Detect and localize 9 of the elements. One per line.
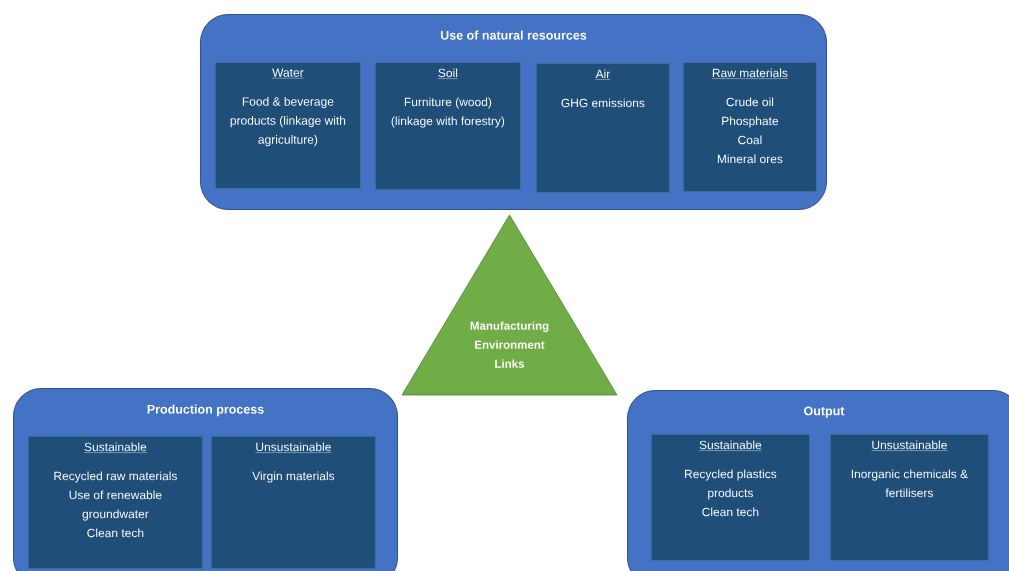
category-box: Sustainable Recycled plastics products Clean tech <box>651 434 810 561</box>
category-box: Air GHG emissions <box>536 63 670 193</box>
category-box: Sustainable Recycled raw materials Use of renewable groundwater Clean tech <box>28 436 203 569</box>
category-box: Soil Furniture (wood) (linkage with forestry) <box>375 62 521 190</box>
category-box: Raw materials Crude oil Phosphate Coal Mineral ores <box>683 62 817 192</box>
category-box: Water Food & beverage products (linkage with agriculture) <box>215 62 361 189</box>
category-box: Unsustainable Virgin materials <box>211 436 376 569</box>
triangle: Manufacturing Environment Links <box>401 214 618 396</box>
category-box: Unsustainable Inorganic chemicals & fertilisers <box>830 434 989 561</box>
